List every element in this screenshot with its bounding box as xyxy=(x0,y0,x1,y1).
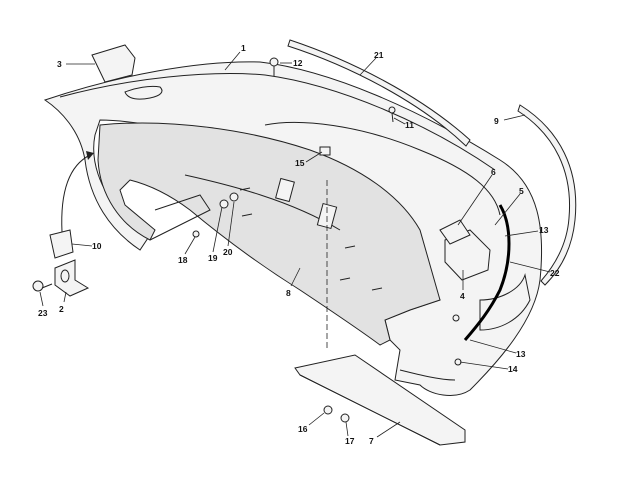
callout-1: 1 xyxy=(241,43,246,53)
lower-valance xyxy=(294,354,466,446)
callout-4: 4 xyxy=(460,291,465,301)
bumper-reinforcement xyxy=(97,122,441,346)
seal-strip xyxy=(463,204,511,341)
callout-13-lower: 13 xyxy=(516,349,526,359)
bracket-3 xyxy=(91,44,136,83)
callout-5: 5 xyxy=(519,186,524,196)
bracket-4 xyxy=(444,229,491,281)
bracket-6 xyxy=(439,219,471,245)
callout-17: 17 xyxy=(345,436,355,446)
callout-2: 2 xyxy=(59,304,64,314)
bracket-2 xyxy=(54,259,90,297)
callout-6: 6 xyxy=(491,167,496,177)
callout-16: 16 xyxy=(298,424,308,434)
callout-18: 18 xyxy=(178,255,188,265)
callout-14: 14 xyxy=(508,364,518,374)
callout-12: 12 xyxy=(293,58,303,68)
callout-13-upper: 13 xyxy=(539,225,549,235)
callout-21: 21 xyxy=(374,50,384,60)
callout-11: 11 xyxy=(405,120,414,130)
callout-8: 8 xyxy=(286,288,291,298)
callout-10: 10 xyxy=(92,241,102,251)
clip-10 xyxy=(49,229,74,259)
arrow-icon xyxy=(61,154,91,233)
callout-9: 9 xyxy=(494,116,499,126)
trim-strip-21 xyxy=(287,39,471,147)
fasteners xyxy=(32,57,462,423)
callout-20: 20 xyxy=(223,247,233,257)
callout-19: 19 xyxy=(208,253,218,263)
leader-lines xyxy=(39,51,551,438)
callout-22: 22 xyxy=(550,268,560,278)
trim-strip-9 xyxy=(517,104,577,286)
callout-23: 23 xyxy=(38,308,48,318)
callout-3: 3 xyxy=(57,59,62,69)
callout-15: 15 xyxy=(295,158,305,168)
callout-labels: 1 3 12 21 11 9 15 6 5 13 22 4 13 14 10 1… xyxy=(38,43,560,446)
bumper-cover xyxy=(43,61,543,396)
callout-7: 7 xyxy=(369,436,374,446)
